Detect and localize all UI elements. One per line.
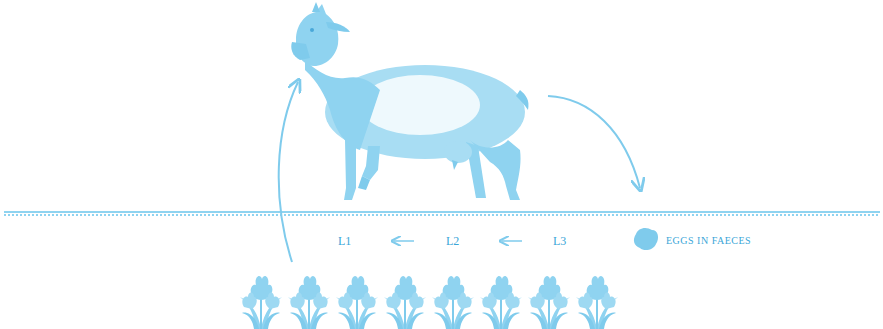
- stage-arrow: [502, 240, 522, 242]
- cycle-arrow: [548, 96, 640, 188]
- larva-stage-label: L2: [446, 235, 459, 247]
- cycle-arrow: [279, 82, 298, 262]
- pasture-plants: [240, 276, 618, 329]
- stage-arrow: [394, 240, 414, 242]
- larva-stage-label: L3: [553, 235, 566, 247]
- ground-line: [4, 212, 880, 215]
- larva-stage-label: L1: [338, 235, 351, 247]
- stage-label: EGGS IN FAECES: [666, 236, 751, 246]
- faeces-blob: [634, 228, 658, 250]
- goat-figure: [291, 2, 528, 200]
